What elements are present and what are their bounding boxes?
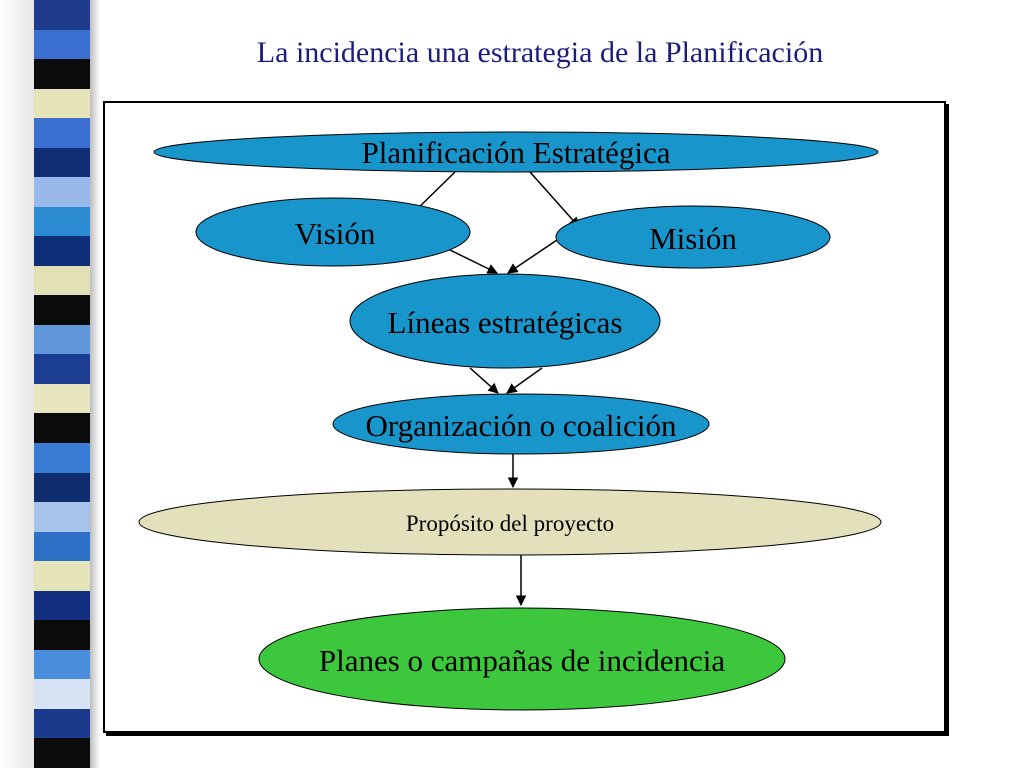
- node-label: Organización o coalición: [365, 408, 677, 443]
- stripe-segment: [34, 708, 90, 739]
- stripe-segment: [34, 738, 90, 768]
- slide-title: La incidencia una estrategia de la Plani…: [256, 36, 824, 69]
- node-label: Planes o campañas de incidencia: [319, 643, 726, 678]
- node-shape: [258, 607, 786, 711]
- stripe-segment: [34, 295, 90, 325]
- stripe-segment: [34, 502, 90, 532]
- node-label: Visión: [295, 216, 376, 251]
- node-label: Misión: [649, 221, 737, 256]
- stripe-segment: [34, 206, 90, 237]
- arrow-lineas-to-organizacion-right: [506, 367, 543, 394]
- stripe-segment: [34, 177, 90, 207]
- node-planificacion-estrategica: Planificación Estratégica: [153, 131, 879, 173]
- decorative-stripe-bar: [34, 0, 90, 768]
- stripe-segment: [34, 531, 90, 562]
- stripe-segment: [34, 0, 90, 30]
- stripe-segment: [34, 59, 90, 89]
- stripe-segment: [34, 679, 90, 709]
- stripe-shadow: [90, 0, 100, 768]
- arrow-vision-to-lineas: [449, 249, 498, 274]
- node-shape: [555, 205, 831, 269]
- stripe-segment: [34, 649, 90, 680]
- stripe-shadow-left: [0, 0, 34, 768]
- stripe-segment: [34, 354, 90, 384]
- stripe-segment: [34, 472, 90, 503]
- stripe-segment: [34, 118, 90, 148]
- stripe-segment: [34, 590, 90, 621]
- stripe-segment: [34, 383, 90, 414]
- arrow-mision-to-lineas: [507, 239, 558, 274]
- stripe-segment: [34, 265, 90, 296]
- stripe-segment: [34, 88, 90, 119]
- arrow-lineas-to-organizacion-left: [469, 367, 499, 394]
- node-organizacion-coalicion: Organización o coalición: [332, 393, 710, 455]
- diagram-frame: Planificación Estratégica Visión Misión …: [103, 101, 946, 733]
- flow-diagram: Planificación Estratégica Visión Misión …: [138, 131, 882, 711]
- node-lineas-estrategicas: Líneas estratégicas: [349, 273, 661, 369]
- arrow-planificacion-to-mision: [529, 171, 580, 228]
- node-label: Líneas estratégicas: [388, 305, 623, 340]
- stripe-segment: [34, 413, 90, 443]
- node-mision: Misión: [555, 205, 831, 269]
- node-shape: [332, 393, 710, 455]
- node-shape: [195, 197, 471, 267]
- node-proposito-proyecto: Propósito del proyecto: [138, 488, 882, 556]
- node-shape: [138, 488, 882, 556]
- node-label: Planificación Estratégica: [361, 135, 670, 170]
- stripe-segment: [34, 620, 90, 650]
- stripe-segment: [34, 561, 90, 591]
- stripe-segment: [34, 442, 90, 473]
- stripe-segment: [34, 29, 90, 60]
- stripe-segment: [34, 236, 90, 266]
- node-shape: [349, 273, 661, 369]
- node-vision: Visión: [195, 197, 471, 267]
- node-shape: [153, 131, 879, 173]
- node-label: Propósito del proyecto: [406, 511, 614, 536]
- stripe-segment: [34, 147, 90, 178]
- stripe-segment: [34, 324, 90, 355]
- node-planes-campanas: Planes o campañas de incidencia: [258, 607, 786, 711]
